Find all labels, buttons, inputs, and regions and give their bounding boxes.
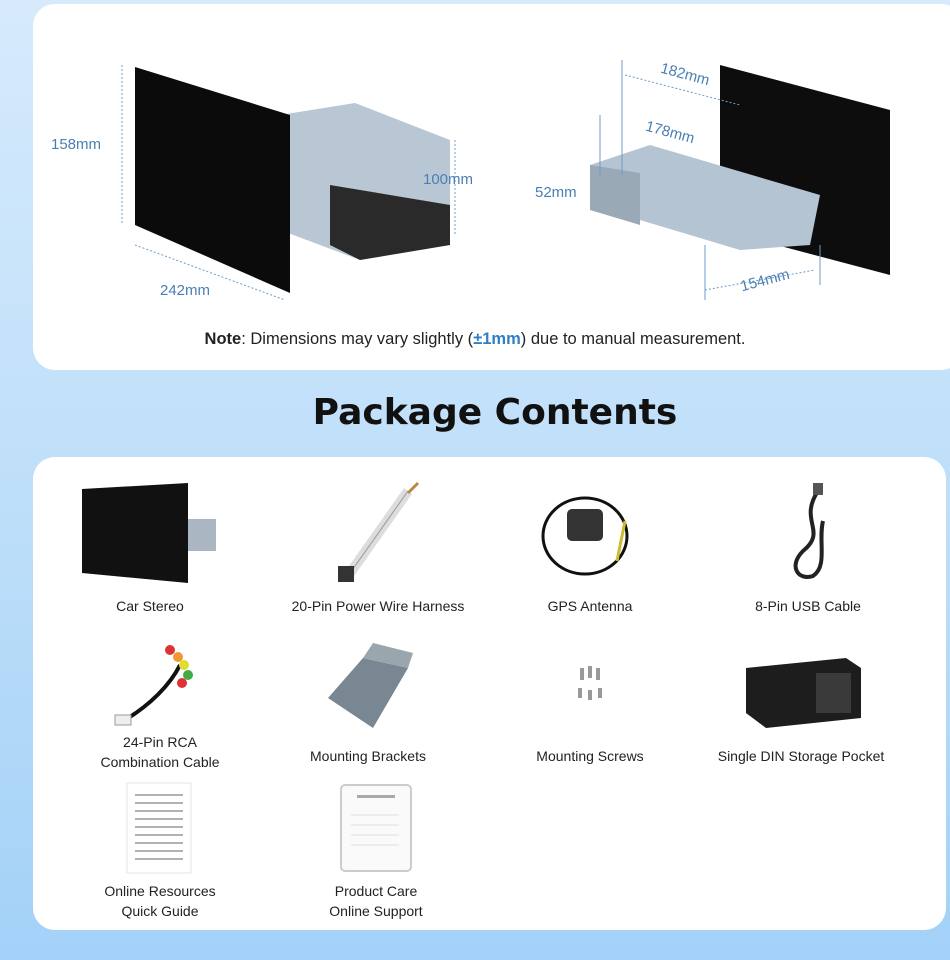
item-label: 8-Pin USB Cable — [755, 598, 861, 614]
item-label-line1: 24-Pin RCA — [123, 734, 197, 750]
package-item-usb-cable: 8-Pin USB Cable — [703, 478, 913, 616]
rca-cable-image — [114, 644, 193, 725]
rear-chassis-height-label: 52mm — [535, 184, 577, 201]
item-label: Single DIN Storage Pocket — [717, 748, 885, 764]
item-label-line2: Combination Cable — [100, 754, 220, 770]
front-depth-height-label: 100mm — [423, 171, 474, 188]
item-label: Mounting Screws — [536, 748, 644, 764]
gps-antenna-image — [541, 496, 629, 575]
note-tolerance: ±1mm — [473, 330, 521, 348]
item-label: Car Stereo — [116, 598, 184, 614]
note-text-after: ) due to manual measurement. — [520, 330, 746, 348]
package-item-mounting-brackets: Mounting Brackets — [263, 630, 473, 766]
storage-pocket-image — [746, 657, 861, 728]
note-label: Note — [204, 330, 242, 348]
item-label: Mounting Brackets — [310, 748, 426, 764]
package-item-product-care: Product Care Online Support — [271, 778, 481, 921]
package-item-mounting-screws: Mounting Screws — [485, 630, 695, 766]
package-item-gps-antenna: GPS Antenna — [485, 478, 695, 616]
front-width-label: 242mm — [160, 282, 211, 299]
package-item-quick-guide: Online Resources Quick Guide — [55, 778, 265, 921]
car-stereo-image — [82, 482, 216, 583]
item-label: 20-Pin Power Wire Harness — [291, 598, 465, 614]
quick-guide-image — [126, 782, 192, 873]
package-item-car-stereo: Car Stereo — [45, 478, 255, 616]
item-label-line2: Online Support — [329, 903, 423, 919]
package-item-storage-pocket: Single DIN Storage Pocket — [696, 630, 906, 766]
item-label: GPS Antenna — [547, 598, 633, 614]
item-label-line2: Quick Guide — [121, 903, 199, 919]
front-height-label: 158mm — [51, 136, 102, 153]
package-item-rca-cable: 24-Pin RCA Combination Cable — [55, 622, 265, 772]
product-care-card-image — [339, 783, 412, 872]
note-text-before: : Dimensions may vary slightly ( — [241, 330, 474, 348]
mounting-screws-image — [578, 665, 602, 700]
stereo-front-dimension-illustration — [121, 65, 456, 301]
dimension-note: Note: Dimensions may vary slightly (±1mm… — [0, 330, 950, 349]
package-item-power-harness: 20-Pin Power Wire Harness — [273, 478, 483, 616]
stereo-rear-dimension-illustration — [590, 60, 890, 300]
usb-cable-image — [793, 482, 825, 579]
item-label-line1: Online Resources — [104, 883, 216, 899]
item-label-line1: Product Care — [334, 883, 418, 899]
package-contents-title: Package Contents — [312, 392, 678, 433]
power-harness-image — [338, 481, 420, 582]
mounting-brackets-image — [328, 642, 413, 728]
